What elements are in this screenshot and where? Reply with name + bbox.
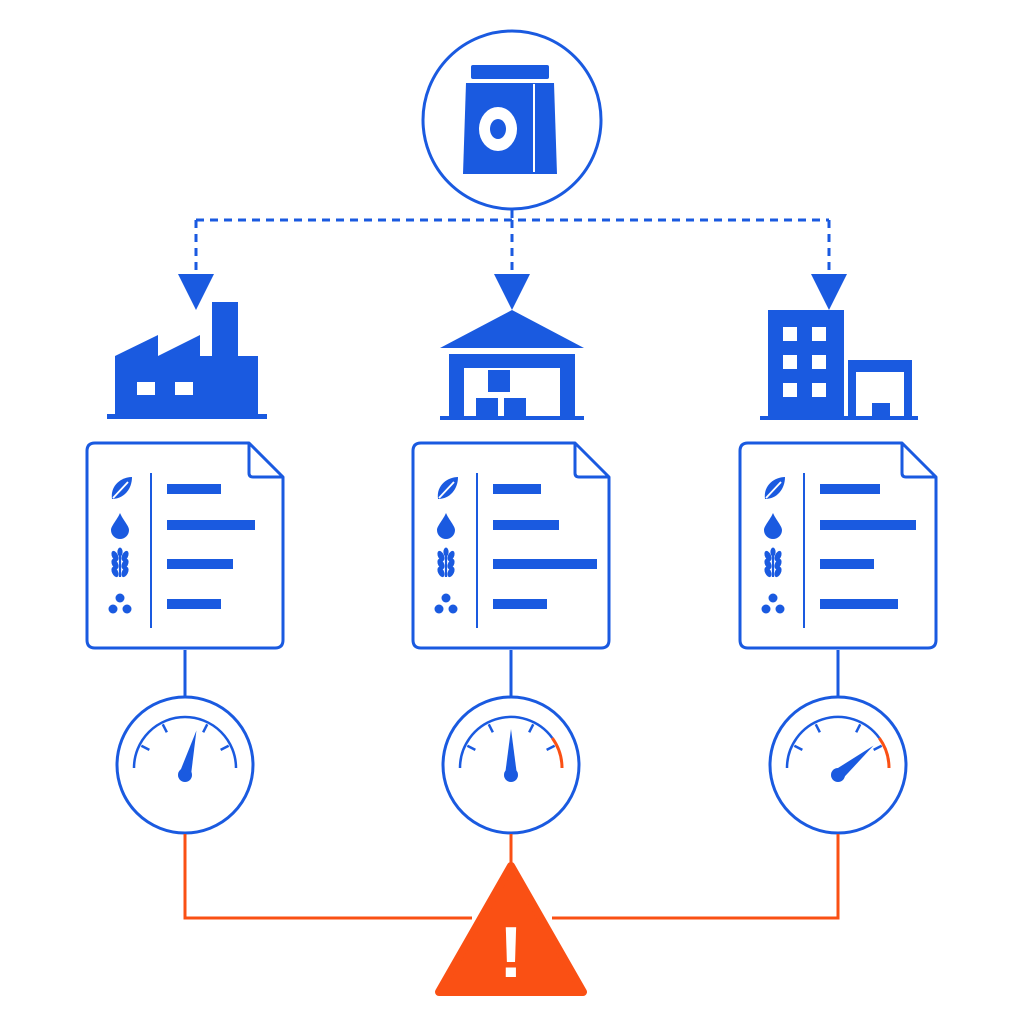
gauge-hub: [504, 768, 518, 782]
nutrient-spec-sheet-icon: [738, 441, 938, 650]
alert-connectors: [183, 834, 840, 920]
nutrient-level-bar: [167, 520, 255, 530]
page-fold: [900, 443, 936, 479]
distribution-connectors: [178, 210, 847, 310]
wheat-icon: [111, 547, 129, 578]
gauge-needle: [834, 745, 874, 780]
nutrient-spec-sheet-icon: [411, 441, 611, 650]
alert-line-left: [183, 834, 472, 920]
nutrient-level-bar: [167, 599, 221, 609]
gauge-needle: [179, 730, 197, 777]
store-building-icon: [760, 310, 918, 420]
nutrient-level-bar: [167, 559, 233, 569]
gauge-warning-zone: [878, 737, 891, 769]
gauge-warning-zone: [551, 737, 564, 769]
water-drop-icon: [437, 513, 455, 539]
gauge-needle: [505, 729, 517, 775]
nutrient-level-bar: [493, 559, 597, 569]
gauge-tick: [220, 744, 230, 751]
gauges: [115, 695, 908, 835]
gauge-icon: [115, 695, 255, 835]
nutrient-level-bar: [820, 599, 898, 609]
wheat-icon: [764, 547, 782, 578]
spec-sheet-outline: [411, 441, 611, 650]
spec-sheets: [85, 441, 938, 697]
gauge-tick: [466, 744, 476, 751]
leaf-icon: [111, 477, 132, 499]
gauge-icon: [768, 695, 908, 835]
warning-triangle-icon: !: [435, 862, 587, 996]
page-fold: [247, 443, 283, 479]
gauge-hub: [831, 768, 845, 782]
leaf-icon: [764, 477, 785, 499]
gauge-tick: [487, 723, 494, 733]
granules-icon: [108, 593, 132, 614]
water-drop-icon: [764, 513, 782, 539]
gauge-scale: [785, 715, 881, 769]
factory-icon: [107, 302, 267, 419]
warehouse-icon: [440, 310, 584, 420]
granules-icon: [434, 593, 458, 614]
granules-icon: [761, 593, 785, 614]
gauge-tick: [814, 723, 821, 733]
gauge-scale: [458, 715, 554, 769]
gauge-tick: [140, 744, 150, 751]
spec-sheet-outline: [85, 441, 285, 650]
spec-sheet-outline: [738, 441, 938, 650]
source-node: [421, 29, 603, 211]
nutrient-spec-sheet-icon: [85, 441, 285, 650]
gauge-tick: [855, 723, 862, 733]
gauge-tick: [546, 744, 556, 751]
nutrient-level-bar: [493, 599, 547, 609]
nutrient-level-bar: [820, 559, 874, 569]
alert-symbol: !: [499, 913, 523, 993]
source-circle: [421, 29, 603, 211]
nutrient-level-bar: [820, 520, 916, 530]
alert-line-right: [552, 834, 840, 920]
gauge-tick: [793, 744, 803, 751]
nutrient-level-bar: [493, 484, 541, 494]
nutrient-level-bar: [820, 484, 880, 494]
leaf-icon: [437, 477, 458, 499]
nutrient-level-bar: [167, 484, 221, 494]
gauge-hub: [178, 768, 192, 782]
wheat-icon: [437, 547, 455, 578]
water-drop-icon: [111, 513, 129, 539]
gauge-tick: [528, 723, 535, 733]
gauge-tick: [161, 723, 168, 733]
fertilizer-bag-icon: [463, 65, 557, 174]
nutrient-level-bar: [493, 520, 559, 530]
page-fold: [573, 443, 609, 479]
gauge-tick: [202, 723, 209, 733]
gauge-icon: [441, 695, 581, 835]
gauge-scale: [132, 715, 238, 769]
gauge-tick: [873, 744, 883, 751]
